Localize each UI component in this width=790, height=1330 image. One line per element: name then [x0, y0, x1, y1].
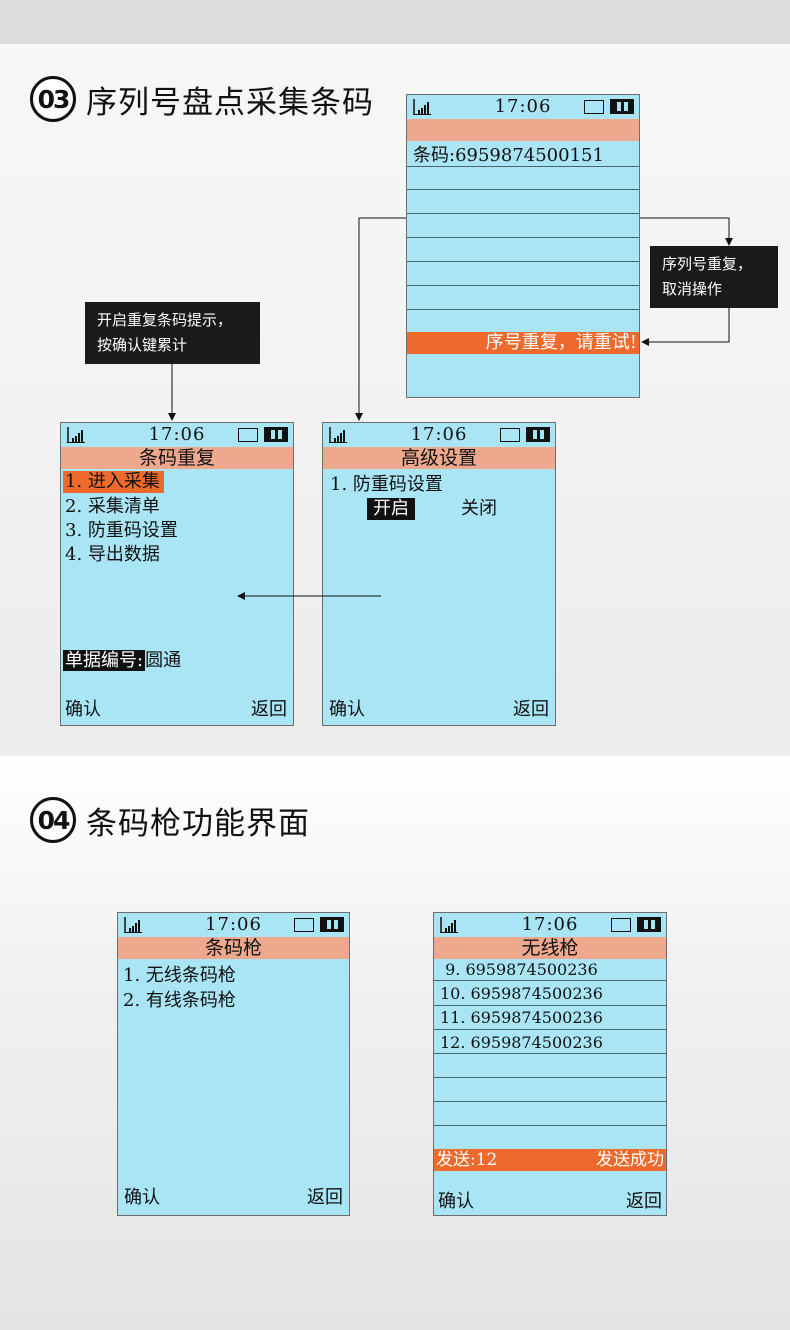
section-number-badge: 04: [30, 797, 76, 843]
back-softkey[interactable]: 返回: [626, 1191, 662, 1212]
back-softkey[interactable]: 返回: [307, 1187, 343, 1208]
signal-icon: [413, 99, 431, 115]
option-on[interactable]: 开启: [367, 498, 415, 520]
battery-icon: [584, 99, 634, 114]
divider: [407, 237, 639, 238]
callout-repeat-prompt: 开启重复条码提示， 按确认键累计: [85, 302, 260, 364]
screen-advanced-settings: 17:06 高级设置 1. 防重码设置 开启 关闭 确认 返回: [322, 422, 556, 726]
screen-title: 高级设置: [323, 447, 555, 469]
menu-item-export[interactable]: 4. 导出数据: [65, 544, 160, 565]
menu-item-start-collect[interactable]: 1. 进入采集: [63, 471, 164, 493]
section-03-heading: 03 序列号盘点采集条码: [30, 76, 374, 122]
status-bar: 17:06: [118, 913, 349, 936]
clock: 17:06: [521, 914, 579, 935]
duplicate-warning: 序号重复，请重试!: [407, 332, 639, 354]
status-bar: 17:06: [61, 423, 293, 446]
divider: [407, 309, 639, 310]
list-item: 11. 6959874500236: [440, 1008, 603, 1027]
signal-icon: [329, 427, 347, 443]
divider: [434, 1005, 666, 1006]
ok-softkey[interactable]: 确认: [438, 1191, 474, 1212]
barcode-line: 条码:6959874500151: [413, 145, 604, 166]
menu-item-collect-list[interactable]: 2. 采集清单: [65, 496, 160, 517]
divider: [434, 1029, 666, 1030]
status-bar: 17:06: [323, 423, 555, 446]
divider: [407, 213, 639, 214]
section-title: 条码枪功能界面: [86, 805, 310, 842]
doc-number-value: 圆通: [145, 650, 182, 671]
clock: 17:06: [410, 424, 468, 445]
callout-line: 开启重复条码提示，: [97, 311, 233, 329]
divider: [407, 189, 639, 190]
screen-title: 无线枪: [434, 937, 666, 959]
list-item: 9. 6959874500236: [440, 960, 598, 979]
send-status-bar: 发送:12 发送成功: [434, 1149, 666, 1171]
signal-icon: [124, 917, 142, 933]
menu-item-wireless-gun[interactable]: 1. 无线条码枪: [123, 965, 236, 986]
doc-number-row: 单据编号:圆通: [63, 650, 181, 672]
clock: 17:06: [205, 914, 262, 935]
signal-icon: [440, 917, 458, 933]
setting-anti-duplicate: 1. 防重码设置: [330, 474, 443, 495]
callout-duplicate-cancel: 序列号重复， 取消操作: [650, 246, 778, 308]
callout-line: 按确认键累计: [97, 336, 188, 354]
status-bar: 17:06: [407, 95, 639, 118]
divider: [407, 166, 639, 167]
screen-title: 条码重复: [61, 447, 293, 469]
divider: [407, 285, 639, 286]
screen-barcode-gun: 17:06 条码枪 1. 无线条码枪 2. 有线条码枪 确认 返回: [117, 912, 350, 1216]
ok-softkey[interactable]: 确认: [65, 699, 101, 720]
battery-icon: [500, 427, 550, 442]
clock: 17:06: [494, 96, 552, 117]
divider: [434, 1101, 666, 1102]
back-softkey[interactable]: 返回: [513, 699, 549, 720]
list-item: 10. 6959874500236: [440, 984, 603, 1003]
divider: [434, 980, 666, 981]
divider: [434, 1053, 666, 1054]
sent-count: 发送:12: [436, 1150, 498, 1170]
screen-duplicate-menu: 17:06 条码重复 1. 进入采集 2. 采集清单 3. 防重码设置 4. 导…: [60, 422, 294, 726]
send-result: 发送成功: [596, 1150, 664, 1170]
battery-icon: [294, 917, 344, 932]
callout-line: 取消操作: [662, 280, 723, 298]
screen-title: 条码枪: [118, 937, 349, 959]
clock: 17:06: [148, 424, 206, 445]
divider: [434, 1077, 666, 1078]
section-title: 序列号盘点采集条码: [86, 84, 374, 121]
divider: [407, 261, 639, 262]
screen-barcode-scan: 17:06 条码:6959874500151 序号重复，请重试!: [406, 94, 640, 398]
callout-line: 序列号重复，: [662, 255, 753, 273]
divider: [434, 1125, 666, 1126]
title-bar: [407, 119, 639, 141]
top-band: [0, 0, 790, 44]
option-off[interactable]: 关闭: [461, 498, 497, 519]
menu-item-wired-gun[interactable]: 2. 有线条码枪: [123, 990, 236, 1011]
screen-wireless-gun: 17:06 无线枪 9. 6959874500236 10. 695987450…: [433, 912, 667, 1216]
ok-softkey[interactable]: 确认: [124, 1187, 160, 1208]
list-item: 12. 6959874500236: [440, 1033, 603, 1052]
menu-item-anti-duplicate[interactable]: 3. 防重码设置: [65, 520, 178, 541]
status-bar: 17:06: [434, 913, 666, 936]
back-softkey[interactable]: 返回: [251, 699, 287, 720]
doc-number-label: 单据编号:: [63, 650, 146, 671]
section-number-badge: 03: [30, 76, 76, 122]
battery-icon: [611, 917, 661, 932]
battery-icon: [238, 427, 288, 442]
ok-softkey[interactable]: 确认: [329, 699, 365, 720]
signal-icon: [67, 427, 85, 443]
section-04-heading: 04 条码枪功能界面: [30, 797, 310, 843]
